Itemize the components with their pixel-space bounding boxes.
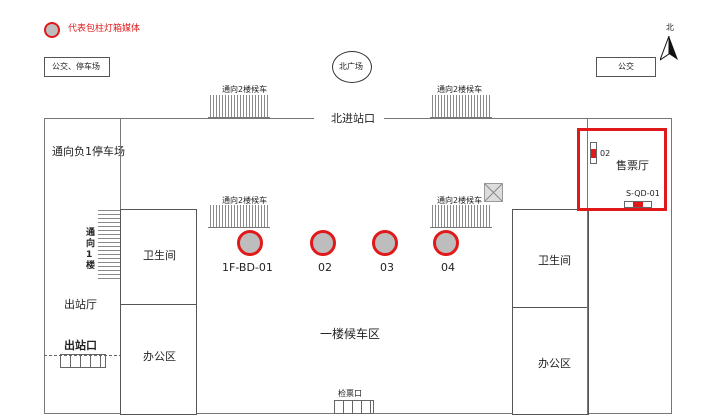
pillar-label-4: 04 xyxy=(441,261,455,274)
office-left-room: 办公区 xyxy=(120,304,197,415)
north-plaza-circle: 北广场 xyxy=(332,51,372,83)
stairs-2f-d xyxy=(430,205,492,228)
stairs-2f-label-c: 通向2楼候车 xyxy=(222,196,268,205)
pillar-label-3: 03 xyxy=(380,261,394,274)
right-inner-wall xyxy=(587,118,588,414)
to-b1-parking-label: 通向负1停车场 xyxy=(52,145,125,158)
exit-hall-label: 出站厅 xyxy=(64,298,97,311)
office-right-label: 办公区 xyxy=(538,357,571,370)
pillar-02 xyxy=(310,230,336,256)
legend-text: 代表包柱灯箱媒体 xyxy=(68,24,141,34)
bus-label: 公交 xyxy=(618,62,634,71)
ticket-hall-label: 售票厅 xyxy=(616,159,649,172)
stairs-2f-label-d: 通向2楼候车 xyxy=(437,196,483,205)
office-left-label: 办公区 xyxy=(143,350,176,363)
exit-dash xyxy=(44,355,122,356)
cross-box-icon xyxy=(484,183,503,202)
pillar-label-1: 1F-BD-01 xyxy=(222,261,273,274)
restroom-left-label: 卫生间 xyxy=(143,249,176,262)
wall-top-left xyxy=(44,118,314,119)
ticket-media-sqd-label: S-QD-01 xyxy=(626,189,660,198)
pillar-1f-bd-01 xyxy=(237,230,263,256)
restroom-right-room: 卫生间 xyxy=(512,209,589,309)
stairs-2f-c xyxy=(208,205,270,228)
north-arrow-icon xyxy=(660,36,678,61)
restroom-right-label: 卫生间 xyxy=(538,254,571,267)
ticket-hall-highlight xyxy=(577,128,667,211)
red-ring-pillar-icon xyxy=(44,22,60,38)
stairs-2f-a xyxy=(208,95,270,118)
stairs-to-1f xyxy=(98,210,120,282)
waiting-area-label: 一楼候车区 xyxy=(320,327,381,341)
office-right-room: 办公区 xyxy=(512,307,589,415)
ticket-check-label: 检票口 xyxy=(338,389,362,398)
wall-right xyxy=(671,118,672,414)
pillar-04 xyxy=(433,230,459,256)
restroom-left-room: 卫生间 xyxy=(120,209,197,306)
stairs-2f-label-a: 通向2楼候车 xyxy=(222,85,268,94)
ticket-media-02-label: 02 xyxy=(600,149,611,158)
to-1f-label: 通向1楼 xyxy=(86,228,96,271)
north-plaza-label: 北广场 xyxy=(339,62,363,71)
pillar-03 xyxy=(372,230,398,256)
compass-label: 北 xyxy=(666,23,674,32)
bus-parking-box: 公交、停车场 xyxy=(44,57,110,77)
wall-left xyxy=(44,118,45,414)
stairs-2f-label-b: 通向2楼候车 xyxy=(437,85,483,94)
exit-label: 出站口 xyxy=(64,339,97,352)
ticket-check-gates xyxy=(334,400,374,414)
exit-gates xyxy=(60,354,106,368)
pillar-label-2: 02 xyxy=(318,261,332,274)
bus-parking-label: 公交、停车场 xyxy=(52,62,100,71)
ticket-media-sqd-icon xyxy=(624,201,652,208)
wall-top-right xyxy=(384,118,672,119)
stairs-2f-b xyxy=(430,95,492,118)
north-entrance-label: 北进站口 xyxy=(331,112,375,125)
ticket-media-02-icon xyxy=(590,142,597,164)
bus-box: 公交 xyxy=(596,57,656,77)
